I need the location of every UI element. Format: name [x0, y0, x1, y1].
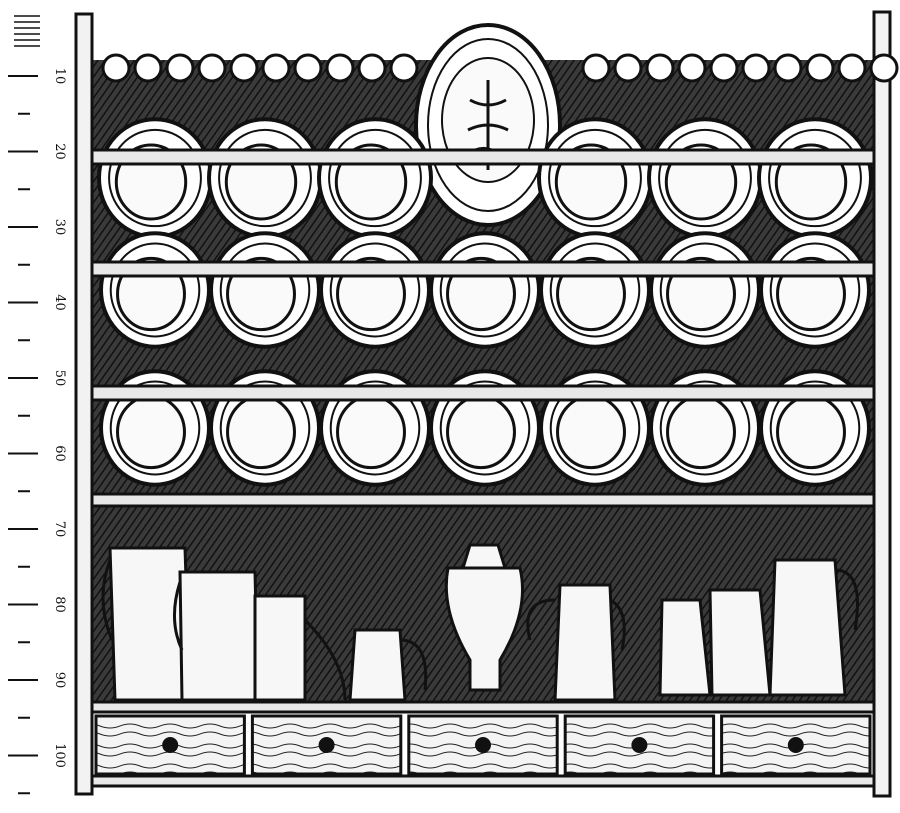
plate — [537, 117, 653, 239]
crest-scallop — [325, 53, 355, 83]
crest-scallop — [837, 53, 867, 83]
drawer[interactable] — [250, 714, 403, 776]
jugs-group — [101, 543, 859, 702]
scale-label: 60 — [52, 445, 67, 462]
drawer-knob[interactable] — [631, 737, 648, 753]
crest-scallop — [805, 53, 835, 83]
plate — [207, 117, 323, 239]
plate — [429, 231, 541, 349]
crest-scallop — [197, 53, 227, 83]
crest-scallop — [709, 53, 739, 83]
crest-scallop — [869, 53, 899, 83]
right-post — [872, 10, 892, 798]
drawer-knob[interactable] — [162, 737, 179, 753]
drawer[interactable] — [563, 714, 716, 776]
shelf-4 — [90, 492, 876, 508]
scale-label: 90 — [52, 672, 67, 689]
scale-label: 70 — [52, 521, 67, 538]
plate — [649, 231, 761, 349]
scale-label: 50 — [52, 370, 67, 387]
crest-scallop — [613, 53, 643, 83]
plate — [317, 117, 433, 239]
crest-scallop — [645, 53, 675, 83]
scale-label: 100 — [52, 743, 67, 768]
plate — [99, 231, 211, 349]
scalloped-crest — [101, 53, 899, 83]
plate — [209, 231, 321, 349]
drawer-knob[interactable] — [787, 737, 804, 753]
crest-scallop — [133, 53, 163, 83]
shelf-2 — [90, 260, 876, 278]
crest-scallop — [261, 53, 291, 83]
drawer-row — [90, 714, 876, 788]
left-post — [74, 12, 94, 796]
crest-scallop — [677, 53, 707, 83]
scale-label: 40 — [52, 294, 67, 311]
crest-scallop — [581, 53, 611, 83]
plate — [757, 117, 873, 239]
plate — [319, 231, 431, 349]
plate — [97, 117, 213, 239]
plate — [759, 369, 871, 487]
shelf-1 — [90, 148, 876, 166]
plate — [759, 231, 871, 349]
crest-scallop — [773, 53, 803, 83]
base-bottom — [90, 774, 876, 788]
shelf-3 — [90, 384, 876, 402]
oval-platter-top — [414, 23, 562, 227]
drawer[interactable] — [720, 714, 872, 776]
scale-label: 20 — [52, 143, 67, 160]
drawer-knob[interactable] — [318, 737, 335, 753]
crest-scallop — [741, 53, 771, 83]
measure-scale: 10 20 30 40 50 60 70 80 90 100 — [8, 15, 67, 795]
plate — [539, 231, 651, 349]
crest-scallop — [389, 53, 419, 83]
scale-label: 80 — [52, 596, 67, 613]
drawer[interactable] — [94, 714, 246, 776]
plate — [647, 117, 763, 239]
crest-scallop — [165, 53, 195, 83]
base-top — [90, 700, 876, 714]
drawer-knob[interactable] — [475, 737, 491, 753]
crest-scallop — [229, 53, 259, 83]
scale-label: 10 — [52, 68, 67, 85]
drawer[interactable] — [407, 714, 559, 776]
crest-scallop — [357, 53, 387, 83]
crest-scallop — [101, 53, 131, 83]
scale-label: 30 — [52, 219, 67, 236]
crest-scallop — [293, 53, 323, 83]
